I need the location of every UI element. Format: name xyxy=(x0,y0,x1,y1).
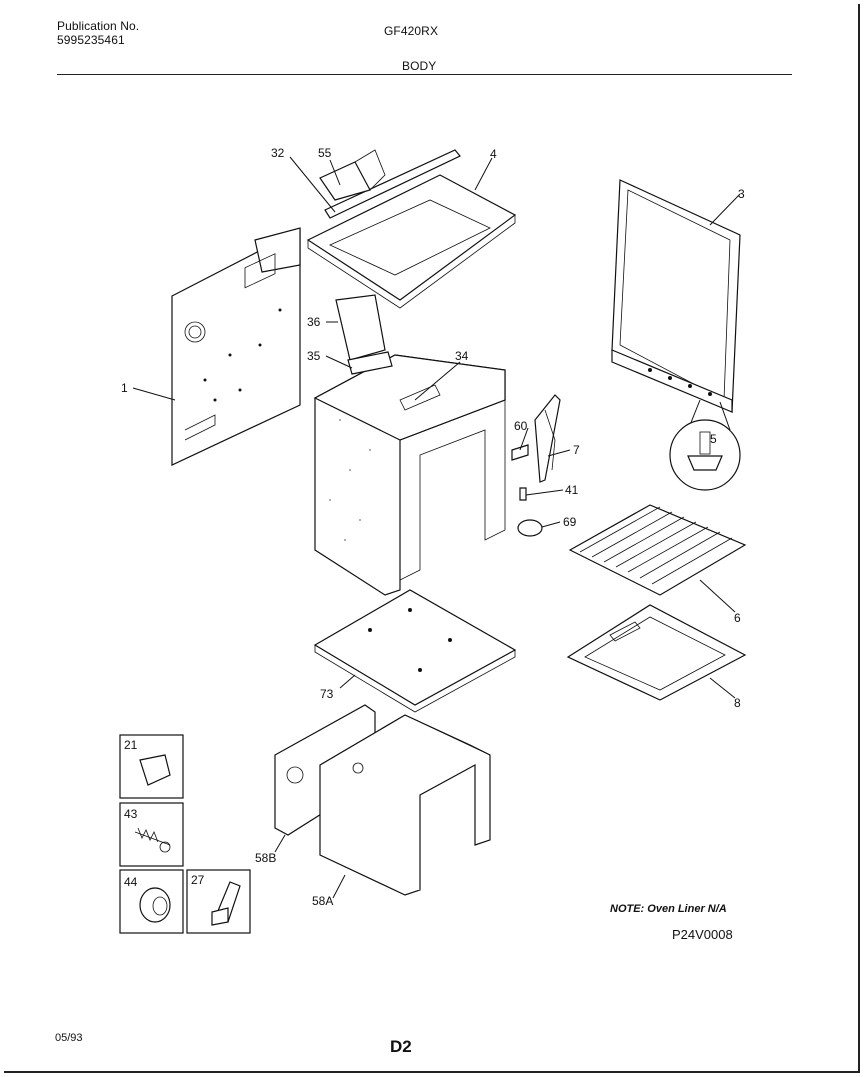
part-bottom-plate xyxy=(313,589,517,713)
part-back-panel xyxy=(171,227,301,466)
callout-8: 8 xyxy=(734,696,741,710)
leader-lines xyxy=(132,156,741,899)
callout-55: 55 xyxy=(318,146,332,160)
part-box-21 xyxy=(119,734,184,799)
part-box-27 xyxy=(186,869,251,934)
callout-44: 44 xyxy=(124,875,138,889)
callout-60: 60 xyxy=(514,419,528,433)
drawing-code: P24V0008 xyxy=(672,927,733,942)
model-number: GF420RX xyxy=(384,24,439,38)
publication-number: 5995235461 xyxy=(57,33,125,47)
page-number: D2 xyxy=(390,1037,412,1056)
part-box-43 xyxy=(119,802,184,867)
callout-1: 1 xyxy=(121,381,128,395)
callout-6: 6 xyxy=(734,611,741,625)
callout-3: 3 xyxy=(738,187,745,201)
callout-5: 5 xyxy=(710,432,717,446)
callout-43: 43 xyxy=(124,807,138,821)
part-insulation-58A xyxy=(319,714,491,896)
callout-41: 41 xyxy=(565,483,579,497)
callout-36: 36 xyxy=(307,315,321,329)
page-border xyxy=(4,4,860,1073)
callout-7: 7 xyxy=(573,443,580,457)
part-broiler-pan xyxy=(566,604,747,701)
part-side-panel xyxy=(611,179,741,413)
callout-69: 69 xyxy=(563,515,577,529)
part-box-44 xyxy=(119,869,184,934)
part-grommet xyxy=(517,519,543,537)
revision-date: 05/93 xyxy=(55,1032,83,1044)
callout-27: 27 xyxy=(191,873,205,887)
part-top-frame xyxy=(306,149,517,309)
callout-35: 35 xyxy=(307,349,321,363)
part-leveling-leg xyxy=(669,399,741,491)
callout-21: 21 xyxy=(124,738,138,752)
callout-34: 34 xyxy=(455,349,469,363)
callout-32: 32 xyxy=(271,146,285,160)
callout-4: 4 xyxy=(490,147,497,161)
part-oven-rack xyxy=(568,504,747,596)
part-igniter xyxy=(511,394,561,501)
part-cabinet-body xyxy=(313,294,506,596)
callout-73: 73 xyxy=(320,687,334,701)
section-title: BODY xyxy=(402,59,437,73)
callout-58A: 58A xyxy=(312,894,333,908)
header-rule xyxy=(57,74,792,75)
callout-58B: 58B xyxy=(255,851,276,865)
oven-liner-note: NOTE: Oven Liner N/A xyxy=(610,903,727,915)
publication-label: Publication No. xyxy=(57,19,140,33)
